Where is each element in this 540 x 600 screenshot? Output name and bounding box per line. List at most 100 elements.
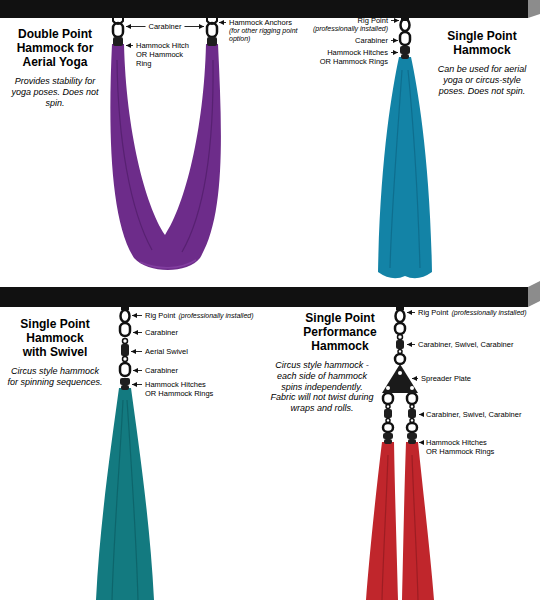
carabiner xyxy=(120,323,130,336)
callout-note: (professionally installed) xyxy=(313,25,388,33)
leader-arrow xyxy=(133,370,142,371)
carabiner xyxy=(120,323,130,376)
aerial-swivel xyxy=(410,419,414,423)
panel-title: Single Point Hammock xyxy=(434,30,530,58)
hammock-fabric xyxy=(366,442,434,600)
callout-note: (for other rigging point option) xyxy=(229,27,301,44)
callout-label: Hammock Hitch OR Hammock Ring xyxy=(136,41,198,68)
leader-arrow xyxy=(391,52,398,53)
carabiner xyxy=(383,423,393,432)
hammock-fabric xyxy=(390,70,402,268)
carabiner xyxy=(407,423,417,432)
hammock-hitch xyxy=(408,439,416,444)
leader-arrow xyxy=(219,22,226,23)
ceiling-beam xyxy=(0,287,528,307)
hammock-fabric xyxy=(408,70,420,268)
carabiner xyxy=(395,354,405,364)
carabiner xyxy=(113,23,123,37)
rig-point xyxy=(401,18,410,31)
callout-note: (professionally installed) xyxy=(178,312,253,320)
hammock-fabric xyxy=(382,455,388,600)
panel-description: Circus style hammock - each side of hamm… xyxy=(269,360,375,414)
hammock-hitch xyxy=(383,433,393,439)
aerial-swivel xyxy=(121,339,129,362)
hammock-fabric xyxy=(366,442,398,600)
callout-label: Carabiner xyxy=(145,366,178,375)
leader-lines xyxy=(126,21,423,443)
callout-label: Carabiner, Swivel, Carabiner xyxy=(426,410,521,419)
hammock-fabric xyxy=(96,388,154,600)
aerial-swivel xyxy=(410,405,414,409)
hammock-hitch xyxy=(384,439,392,444)
hammock-fabric xyxy=(182,60,213,252)
leader-arrow xyxy=(126,26,146,27)
hammock-fabric xyxy=(378,57,432,278)
leader-arrow xyxy=(391,20,399,21)
aerial-swivel xyxy=(398,335,403,340)
callout-label: Carabiner xyxy=(149,22,182,31)
panel-description: Can be used for aerial yoga or circus-st… xyxy=(432,64,532,96)
aerial-swivel xyxy=(396,340,404,349)
ceiling-beam xyxy=(0,0,540,307)
leader-arrow xyxy=(132,384,142,385)
hammock-hitch xyxy=(120,378,130,385)
callout-label: Hammock Hitches OR Hammock Rings xyxy=(426,438,496,456)
spreader-plate xyxy=(386,386,390,390)
carabiner xyxy=(383,393,393,404)
carabiner xyxy=(400,32,410,45)
panel-title: Single Point Performance Hammock xyxy=(290,312,390,353)
panel-description: Circus style hammock for spinning sequen… xyxy=(5,366,105,388)
spreader-plate xyxy=(382,364,418,393)
hammock-fabric xyxy=(117,60,152,250)
leader-arrow xyxy=(133,332,142,333)
hammock-fabric xyxy=(96,388,154,600)
carabiner xyxy=(207,23,217,37)
hammock-hitch xyxy=(207,37,217,46)
carabiner xyxy=(120,363,130,376)
aerial-swivel xyxy=(408,409,416,418)
leader-arrow xyxy=(407,312,415,313)
hammock-fabric xyxy=(412,455,418,600)
spreader-plate xyxy=(398,371,402,375)
hammock-fabric xyxy=(110,44,221,270)
hammock-fabric xyxy=(140,260,196,268)
callout-label: Hammock Hitches OR Hammock Rings xyxy=(318,48,388,66)
leader-arrow xyxy=(419,414,423,415)
rig-point xyxy=(121,307,130,322)
callout-label: Carabiner, Swivel, Carabiner xyxy=(418,340,513,349)
spreader-plate xyxy=(382,364,418,393)
hammock-fabric xyxy=(112,400,123,600)
leader-arrow xyxy=(391,40,398,41)
carabiner xyxy=(395,323,405,334)
callout-label: Aerial Swivel xyxy=(145,347,188,356)
aerial-swivel xyxy=(123,357,128,362)
callout-label: Spreader Plate xyxy=(421,374,471,383)
panel-title: Single Point Hammock with Swivel xyxy=(13,318,97,359)
carabiner xyxy=(383,323,417,432)
carabiner xyxy=(113,23,217,37)
leader-arrow xyxy=(126,45,133,46)
leader-arrow xyxy=(131,351,142,352)
hammock-fabric xyxy=(127,400,138,600)
aerial-swivel xyxy=(384,409,392,418)
aerial-swivel xyxy=(386,405,390,409)
hammock-hitch xyxy=(407,433,417,439)
leader-arrow xyxy=(407,344,415,345)
callout-label: Hammock Hitches OR Hammock Rings xyxy=(145,380,215,398)
ceiling-beam xyxy=(528,0,540,18)
ceiling-beam xyxy=(0,0,528,18)
panel-title: Double Point Hammock for Aerial Yoga xyxy=(13,28,97,69)
callout-label: Hammock Anchors xyxy=(229,18,292,27)
callout-label: Rig Point xyxy=(145,311,175,320)
carabiner xyxy=(400,32,410,45)
callout-label: Rig Point xyxy=(358,16,388,25)
leader-arrow xyxy=(419,442,423,443)
rig-point xyxy=(396,307,405,322)
panel-description: Provides stability for yoga poses. Does … xyxy=(7,76,103,108)
callout-note: (professionally installed) xyxy=(451,309,526,317)
hammock-fabric xyxy=(378,57,432,278)
hammock-hitch xyxy=(401,54,409,59)
hammock-hitch xyxy=(400,46,410,59)
carabiner xyxy=(407,393,417,404)
